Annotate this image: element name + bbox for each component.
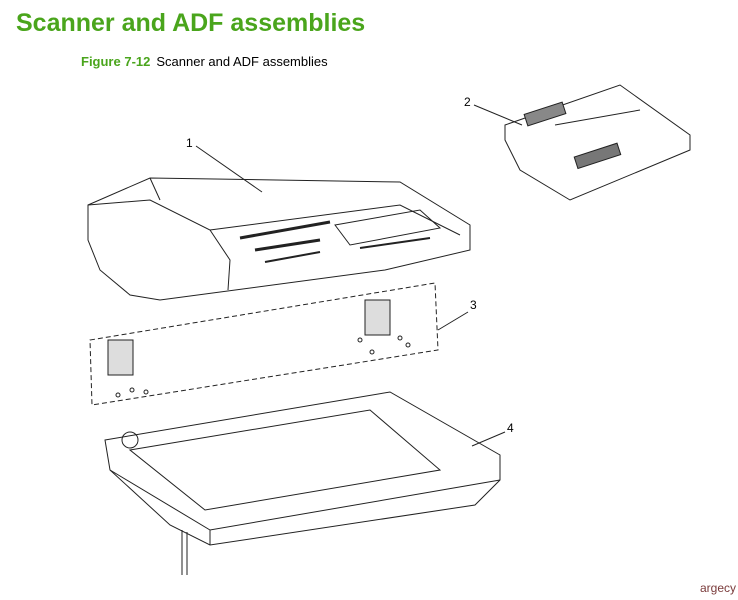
- callout-leader-1: [195, 145, 263, 193]
- hinge-kit-drawing: [89, 282, 439, 406]
- figure-number: Figure 7-12: [81, 54, 151, 69]
- page-title: Scanner and ADF assemblies: [16, 9, 366, 37]
- callout-leader-3: [437, 311, 469, 331]
- callout-2: 2: [464, 95, 471, 109]
- adf-assembly-drawing: [87, 177, 471, 301]
- callout-3: 3: [470, 298, 477, 312]
- callout-leader-2: [473, 104, 523, 126]
- figure-caption-text: Scanner and ADF assemblies: [156, 54, 328, 69]
- figure-caption: Figure 7-12 Scanner and ADF assemblies: [81, 54, 328, 69]
- adf-input-tray-drawing: [504, 84, 691, 201]
- scanner-assembly-drawing: [104, 391, 501, 575]
- callout-4: 4: [507, 421, 514, 435]
- watermark: argecy: [700, 581, 737, 595]
- callout-leader-4: [471, 431, 506, 447]
- callout-1: 1: [186, 136, 193, 150]
